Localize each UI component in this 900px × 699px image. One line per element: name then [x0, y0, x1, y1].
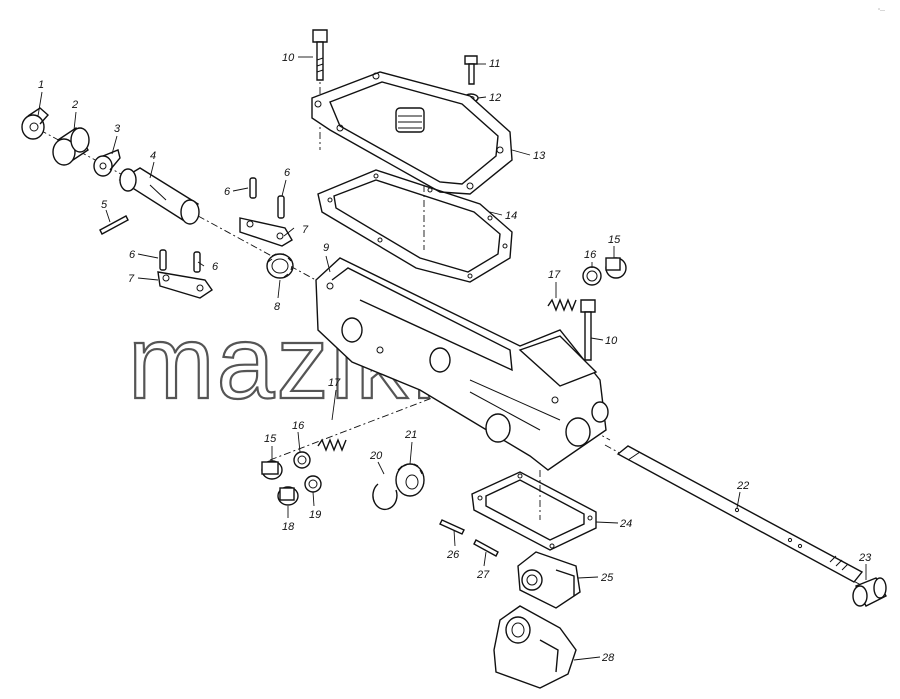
part-19-seal-ring [304, 475, 322, 493]
callout-1: 1 [38, 79, 44, 91]
callout-17-lower: 17 [328, 377, 341, 389]
part-8-gear [266, 253, 294, 279]
part-26-pin [439, 519, 465, 535]
callout-8: 8 [274, 301, 281, 313]
callout-5: 5 [101, 199, 108, 211]
callout-9: 9 [323, 242, 329, 254]
part-7-plate-lower [157, 271, 213, 299]
part-11-bolt-small [464, 55, 478, 85]
callout-28: 28 [601, 652, 615, 664]
part-3-lever [93, 149, 121, 177]
callout-23: 23 [858, 552, 872, 564]
callout-20: 20 [369, 450, 383, 462]
callout-13: 13 [533, 150, 546, 162]
callout-6-c: 6 [129, 249, 136, 261]
corner-mark: °— [878, 8, 885, 14]
part-1-lock-washer [21, 107, 49, 140]
callout-7-a: 7 [302, 224, 309, 236]
callout-15-lower: 15 [264, 433, 277, 445]
part-24-gasket-lower [471, 471, 597, 551]
callout-14: 14 [505, 210, 517, 222]
part-25-fork [517, 551, 581, 609]
part-14-gasket [317, 169, 513, 283]
part-17-spring-upper [547, 298, 577, 312]
part-21-gear-sleeve [395, 463, 425, 497]
part-18-plug [277, 486, 299, 506]
part-13-top-cover [311, 71, 513, 195]
part-5-pin [99, 215, 129, 235]
callout-26: 26 [446, 549, 460, 561]
callout-labels: 1 2 3 4 5 6 6 6 6 7 7 8 9 10 11 12 13 14… [38, 52, 872, 664]
part-9-housing [315, 257, 609, 471]
part-27-pin [473, 539, 499, 557]
part-7-plate-upper [239, 217, 293, 247]
callout-15-upper: 15 [608, 234, 621, 246]
callout-12: 12 [489, 92, 501, 104]
callout-16-upper: 16 [584, 249, 597, 261]
part-23-bushing [852, 577, 887, 607]
callout-16-lower: 16 [292, 420, 305, 432]
part-15-plug-upper [605, 257, 627, 279]
part-10-bolt-upper [312, 29, 328, 81]
callout-17-upper: 17 [548, 269, 561, 281]
callout-27: 27 [476, 569, 490, 581]
callout-10-upper: 10 [282, 52, 295, 64]
callout-2: 2 [71, 99, 78, 111]
part-17-spring-lower [317, 438, 347, 452]
part-6-pins-lower [159, 249, 201, 273]
callout-3: 3 [114, 123, 121, 135]
leader-lines [37, 56, 867, 661]
callout-25: 25 [600, 572, 614, 584]
callout-6-a: 6 [224, 186, 231, 198]
callout-21: 21 [404, 429, 417, 441]
part-15-plug-lower [261, 460, 283, 480]
part-20-snap-ring [372, 483, 398, 511]
part-16-seal-ring-lower [293, 451, 311, 469]
callout-11: 11 [489, 58, 500, 70]
callout-6-d: 6 [212, 261, 219, 273]
callout-6-b: 6 [284, 167, 291, 179]
part-2-bushing [52, 126, 90, 166]
plug-axis [269, 394, 441, 461]
callout-24: 24 [619, 518, 632, 530]
part-22-long-shaft [616, 445, 864, 583]
part-10-bolt-right [580, 299, 596, 361]
part-4-shaft [118, 167, 200, 225]
callout-7-b: 7 [128, 273, 135, 285]
part-28-bracket [493, 605, 577, 689]
part-16-seal-ring-upper [582, 266, 602, 286]
callout-4: 4 [150, 150, 156, 162]
part-6-pins-upper [249, 177, 285, 219]
callout-18: 18 [282, 521, 295, 533]
callout-19: 19 [309, 509, 321, 521]
callout-10-right: 10 [605, 335, 618, 347]
callout-22: 22 [736, 480, 749, 492]
